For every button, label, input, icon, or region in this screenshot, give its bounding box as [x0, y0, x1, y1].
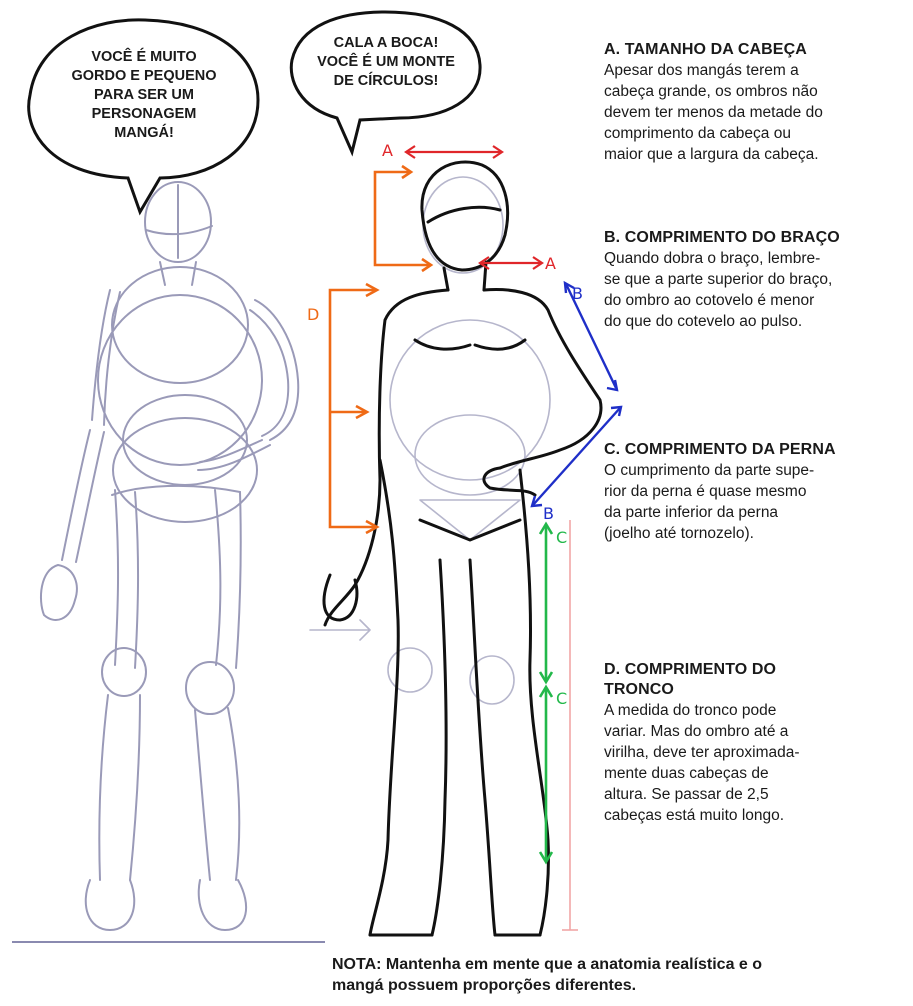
note-head-size-body: Apesar dos mangás terem a cabeça grande,…: [604, 60, 904, 165]
marker-d-torso: [330, 284, 377, 533]
note-torso-length: D. COMPRIMENTO DO TRONCO A medida do tro…: [604, 660, 904, 826]
footnote: NOTA: Mantenha em mente que a anatomia r…: [332, 954, 902, 996]
note-head-size: A. TAMANHO DA CABEÇA Apesar dos mangás t…: [604, 40, 904, 165]
note-torso-length-title: D. COMPRIMENTO DO TRONCO: [604, 660, 904, 700]
note-arm-length-body: Quando dobra o braço, lembre- se que a p…: [604, 248, 904, 332]
note-head-size-title: A. TAMANHO DA CABEÇA: [604, 40, 904, 60]
marker-a-head-width: [406, 146, 502, 158]
note-arm-length-title: B. COMPRIMENTO DO BRAÇO: [604, 228, 904, 248]
label-b-top: B: [572, 284, 583, 303]
label-c-top: C: [556, 528, 567, 547]
label-c-bottom: C: [556, 689, 567, 708]
marker-c-leg: [540, 524, 552, 862]
label-d: D: [307, 305, 319, 324]
note-torso-length-body: A medida do tronco pode variar. Mas do o…: [604, 700, 904, 826]
right-ink-figure: [310, 162, 601, 935]
note-leg-length: C. COMPRIMENTO DA PERNA O cumprimento da…: [604, 440, 904, 544]
label-a-shoulder: A: [545, 254, 556, 273]
left-bubble-text: VOCÊ É MUITO GORDO E PEQUENO PARA SER UM…: [34, 48, 254, 143]
left-sketch-figure: [41, 182, 298, 930]
label-a-top: A: [382, 141, 393, 160]
note-leg-length-title: C. COMPRIMENTO DA PERNA: [604, 440, 904, 460]
note-arm-length: B. COMPRIMENTO DO BRAÇO Quando dobra o b…: [604, 228, 904, 332]
right-bubble-text: CALA A BOCA! VOCÊ É UM MONTE DE CÍRCULOS…: [292, 34, 480, 91]
label-b-bottom: B: [543, 504, 554, 523]
note-leg-length-body: O cumprimento da parte supe- rior da per…: [604, 460, 904, 544]
